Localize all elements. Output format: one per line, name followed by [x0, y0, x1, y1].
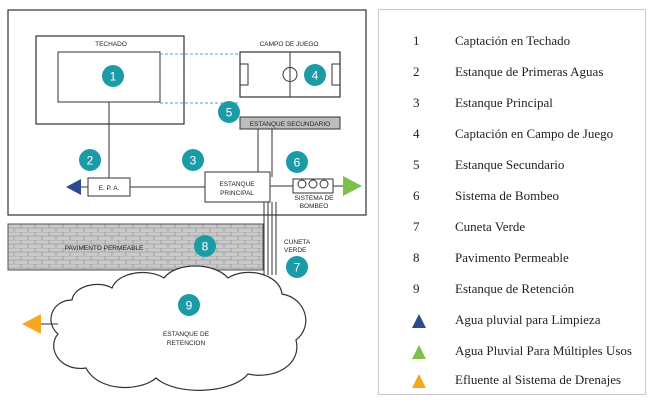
legend-num: 3 [413, 95, 420, 110]
campo-center-circle [282, 67, 298, 82]
marker-6: 6 [286, 151, 308, 173]
cuneta-line1: CUNETA [284, 239, 311, 246]
legend-text: Agua pluvial para Limpieza [455, 312, 601, 327]
orange-arrow-icon [22, 314, 41, 334]
marker-5-label: 5 [226, 106, 233, 120]
legend-text: Efluente al Sistema de Drenajes [455, 372, 622, 387]
legend-num: 1 [413, 33, 420, 48]
legend-arrow-blue: Agua pluvial para Limpieza [379, 312, 647, 334]
estanque-secundario-label: ESTANQUE SECUNDARIO [250, 121, 330, 128]
blue-arrow-icon [66, 179, 81, 195]
marker-1: 1 [102, 65, 124, 87]
pump-icon-3 [319, 179, 329, 189]
estanque-secundario-box [239, 116, 341, 130]
estanque-principal-line1: ESTANQUE [219, 181, 255, 188]
marker-3-label: 3 [190, 154, 197, 168]
legend-text: Captación en Techado [455, 33, 571, 48]
legend-num: 5 [413, 157, 420, 172]
pump-icon-1 [297, 179, 307, 189]
marker-6-label: 6 [294, 156, 301, 170]
legend-item-8: 8 Pavimento Permeable [379, 250, 647, 272]
legend-text: Cuneta Verde [455, 219, 526, 234]
campo-goal-left [239, 63, 249, 86]
legend-text: Estanque Principal [455, 95, 553, 110]
retencion-line2: RETENCION [167, 340, 206, 347]
blue-triangle-icon [412, 314, 426, 328]
techado-label: TECHADO [95, 41, 127, 48]
cuneta-line2: VERDE [284, 247, 307, 254]
estanque-retencion-cloud [50, 265, 307, 391]
epa-label: E. P. A. [99, 185, 120, 192]
marker-1-label: 1 [110, 70, 117, 84]
legend-item-2: 2 Estanque de Primeras Aguas [379, 64, 647, 86]
legend-text: Estanque Secundario [455, 157, 565, 172]
marker-9-label: 9 [186, 299, 193, 313]
legend-text: Pavimento Permeable [455, 250, 569, 265]
estanque-principal-line2: PRINCIPAL [220, 190, 254, 197]
legend-item-3: 3 Estanque Principal [379, 95, 647, 117]
marker-2: 2 [79, 149, 101, 171]
legend-text: Captación en Campo de Juego [455, 126, 614, 141]
marker-7-label: 7 [294, 261, 301, 275]
legend-num: 4 [413, 126, 420, 141]
marker-4: 4 [304, 64, 326, 86]
marker-4-label: 4 [312, 69, 319, 83]
pavimento-label: PAVIMENTO PERMEABLE [65, 245, 144, 252]
site-boundary [7, 9, 367, 216]
marker-3: 3 [182, 149, 204, 171]
legend-text: Estanque de Retención [455, 281, 575, 296]
marker-2-label: 2 [87, 154, 94, 168]
legend-item-1: 1 Captación en Techado [379, 33, 647, 55]
marker-8-label: 8 [202, 240, 209, 254]
legend-item-5: 5 Estanque Secundario [379, 157, 647, 179]
legend-item-9: 9 Estanque de Retención [379, 281, 647, 303]
legend-num: 7 [413, 219, 420, 234]
pavimento-permeable [7, 223, 264, 271]
marker-8: 8 [194, 235, 216, 257]
legend-text: Sistema de Bombeo [455, 188, 559, 203]
techado-outer [35, 35, 185, 125]
legend-item-4: 4 Captación en Campo de Juego [379, 126, 647, 148]
legend-arrow-green: Agua Pluvial Para Múltiples Usos [379, 343, 647, 365]
marker-9: 9 [178, 294, 200, 316]
bombeo-line2: BOMBEO [300, 203, 329, 210]
legend-item-7: 7 Cuneta Verde [379, 219, 647, 241]
legend-num: 8 [413, 250, 420, 265]
bombeo-line1: SISTEMA DE [294, 195, 334, 202]
campo-label: CAMPO DE JUEGO [260, 41, 319, 48]
estanque-principal-box [204, 171, 271, 203]
legend-text: Agua Pluvial Para Múltiples Usos [455, 343, 632, 358]
legend-panel: 1 Captación en Techado 2 Estanque de Pri… [378, 9, 646, 395]
marker-7: 7 [286, 256, 308, 278]
site-diagram: TECHADO CAMPO DE JUEGO ESTANQUE SECUNDAR… [7, 9, 367, 391]
legend-num: 9 [413, 281, 420, 296]
legend-num: 6 [413, 188, 420, 203]
orange-triangle-icon [412, 374, 426, 388]
retencion-line1: ESTANQUE DE [163, 331, 210, 338]
green-arrow-icon [343, 176, 362, 196]
legend-item-6: 6 Sistema de Bombeo [379, 188, 647, 210]
legend-text: Estanque de Primeras Aguas [455, 64, 604, 79]
campo-goal-right [331, 63, 341, 86]
green-triangle-icon [412, 345, 426, 359]
pump-icon-2 [308, 179, 318, 189]
legend-arrow-orange: Efluente al Sistema de Drenajes [379, 372, 647, 394]
marker-5: 5 [218, 101, 240, 123]
legend-num: 2 [413, 64, 420, 79]
